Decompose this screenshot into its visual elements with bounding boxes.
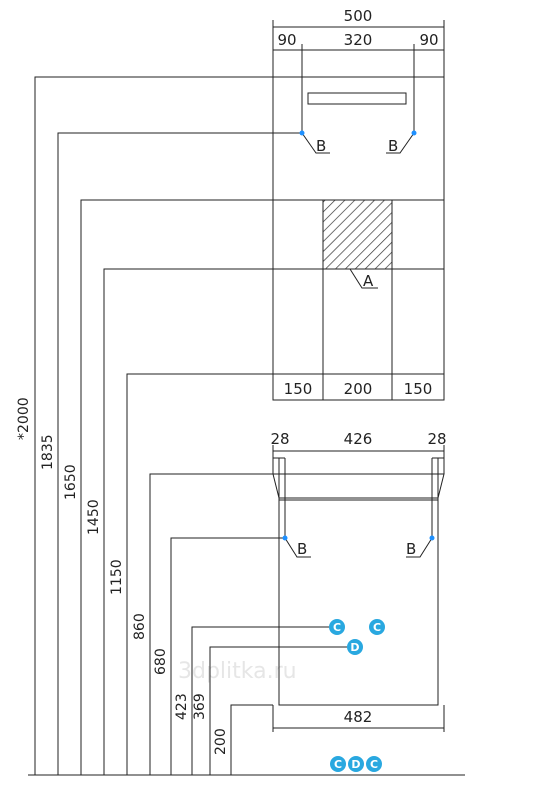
mirror-bottom-middle: 200 xyxy=(344,380,373,398)
cabinet-width-right: 28 xyxy=(427,430,446,448)
level-line-1150 xyxy=(126,373,273,775)
cabinet-marker-dot-left xyxy=(282,535,288,541)
connector-label: C xyxy=(334,758,342,771)
connector-d-floor: D xyxy=(348,756,364,772)
mirror-marker-b-left: B xyxy=(316,137,326,155)
mirror-bottom-right: 150 xyxy=(404,380,433,398)
cabinet-width-left: 28 xyxy=(270,430,289,448)
mirror-lamp xyxy=(307,92,407,105)
mirror-leader-b-right xyxy=(386,132,415,154)
cabinet-marker-dot-right xyxy=(429,535,435,541)
mirror-width-middle: 320 xyxy=(344,31,373,49)
connector-label: C xyxy=(333,621,341,634)
mirror-marker-a: A xyxy=(363,272,374,290)
cabinet-marker-b-left: B xyxy=(297,540,307,558)
level-line-200 xyxy=(230,704,273,775)
mirror-leader-b-left xyxy=(301,132,330,154)
height-label-2000: *2000 xyxy=(16,397,32,440)
connector-label: D xyxy=(351,758,360,771)
mirror-marker-b-right: B xyxy=(388,137,398,155)
cabinet-leader-b-right xyxy=(406,537,433,558)
connector-d-upper: D xyxy=(347,639,363,655)
mirror-hatched-panel xyxy=(322,199,393,270)
level-line-423 xyxy=(191,626,335,775)
connector-c-floor-right: C xyxy=(366,756,382,772)
watermark: 3dplitka.ru xyxy=(178,659,297,684)
mirror-outline xyxy=(272,76,445,401)
mirror-marker-dot-left xyxy=(299,130,305,136)
mirror-marker-dot-right xyxy=(411,130,417,136)
level-line-1450 xyxy=(103,268,323,775)
connector-c-floor-left: C xyxy=(330,756,346,772)
connector-label: C xyxy=(373,621,381,634)
mirror-width-total: 500 xyxy=(344,7,373,25)
level-line-1835 xyxy=(57,132,302,775)
connector-label: D xyxy=(350,641,359,654)
connector-c-upper-left: C xyxy=(329,619,345,635)
mirror-width-right: 90 xyxy=(419,31,438,49)
height-label-680: 680 xyxy=(153,648,169,675)
level-line-860 xyxy=(149,473,274,775)
height-label-1650: 1650 xyxy=(63,464,79,500)
height-label-200: 200 xyxy=(213,728,229,755)
level-line-680 xyxy=(170,537,285,775)
height-label-860: 860 xyxy=(132,613,148,640)
height-label-423: 423 xyxy=(174,693,190,720)
connector-label: C xyxy=(370,758,378,771)
cabinet-leader-b-left xyxy=(284,537,311,558)
mirror-bottom-left: 150 xyxy=(284,380,313,398)
cabinet-body xyxy=(278,499,439,706)
level-line-1650 xyxy=(80,199,273,775)
height-label-1835: 1835 xyxy=(40,434,56,470)
height-label-1150: 1150 xyxy=(109,559,125,595)
mirror-leader-a xyxy=(349,268,378,289)
level-line-369 xyxy=(209,646,353,775)
height-label-369: 369 xyxy=(192,693,208,720)
height-label-1450: 1450 xyxy=(86,499,102,535)
connector-c-upper-right: C xyxy=(369,619,385,635)
cabinet-bottom-width: 482 xyxy=(344,708,373,726)
level-line-2000 xyxy=(34,76,273,775)
cabinet-width-middle: 426 xyxy=(344,430,373,448)
cabinet-countertop xyxy=(272,473,445,499)
mirror-width-left: 90 xyxy=(277,31,296,49)
cabinet-marker-b-right: B xyxy=(406,540,416,558)
